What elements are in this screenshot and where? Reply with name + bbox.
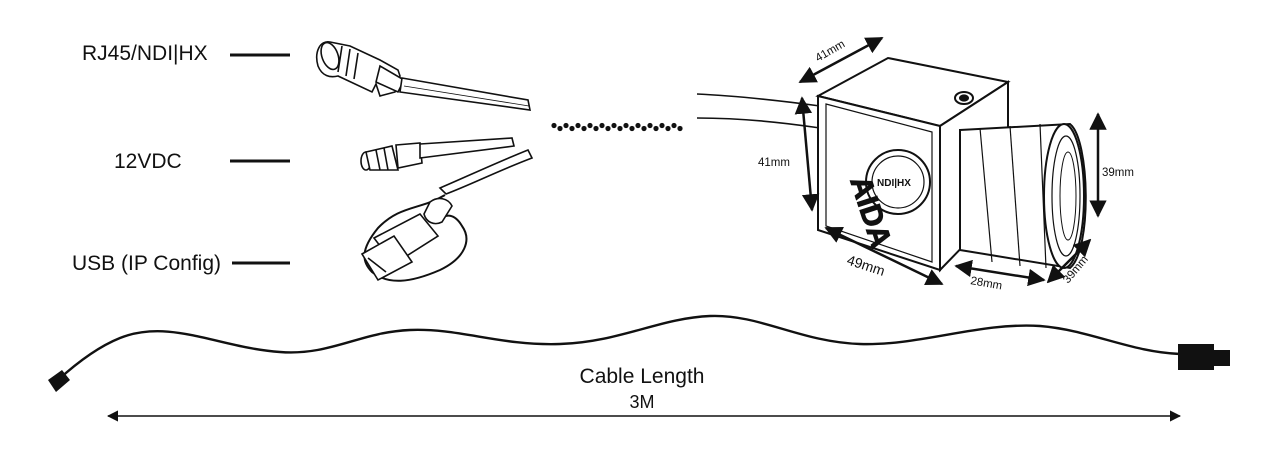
top-width-arrow (798, 36, 884, 84)
cable-length-dimension: Cable Length 3M (106, 365, 1182, 422)
usb-connector-icon (360, 148, 534, 282)
rj45-callout: RJ45/NDI|HX (82, 42, 290, 65)
lens-height-label: 39mm (1102, 167, 1134, 179)
dimension-lines (794, 36, 1107, 287)
dc-power-connector-icon (360, 137, 515, 171)
usb-callout: USB (IP Config) (72, 252, 290, 275)
front-height-label: 41mm (758, 157, 790, 169)
cable-break-dot (611, 122, 617, 129)
cable-line (57, 314, 1181, 381)
cable-break-dot (581, 125, 587, 132)
cable-break-dot (647, 122, 653, 129)
cable-break-dot (569, 125, 575, 132)
cable-break-dot (557, 125, 563, 132)
cable-length-title: Cable Length (580, 365, 705, 388)
ndi-badge-text: NDI|HX (877, 178, 911, 189)
power-callout: 12VDC (114, 150, 290, 173)
lens-length-arrow (954, 259, 1046, 287)
rj45-label: RJ45/NDI|HX (82, 42, 208, 65)
cable-break-dot (563, 122, 569, 129)
rj45-connector-icon (315, 41, 532, 111)
cable-break-dot (641, 125, 647, 132)
cable-break-dot (671, 122, 677, 129)
long-cable (48, 314, 1230, 392)
cable-end-right-icon (1178, 344, 1214, 370)
cable-end-left-icon (48, 370, 70, 392)
cable-break-dot (629, 125, 635, 132)
lens-width-arrow (1046, 238, 1092, 284)
cable-break-dot (677, 125, 683, 132)
cable-break-dot (653, 125, 659, 132)
cable-end-right-tip-icon (1214, 350, 1230, 366)
front-height-arrow (794, 96, 820, 212)
cable-break-dot (593, 125, 599, 132)
cable-length-value: 3M (629, 392, 654, 412)
usb-label: USB (IP Config) (72, 252, 221, 275)
cable-break-dot (599, 122, 605, 129)
cable-break-dot (575, 122, 581, 129)
power-label: 12VDC (114, 150, 182, 173)
cable-break-dot (587, 122, 593, 129)
cable-break-dot (659, 122, 665, 129)
cable-break-dot (551, 122, 557, 129)
cable-break-dot (635, 122, 641, 129)
body-length-arrow (824, 226, 944, 286)
cable-break-dot (605, 125, 611, 132)
cable-break-dot (623, 122, 629, 129)
cable-break-dot (617, 125, 623, 132)
lens-length-label: 28mm (969, 275, 1003, 292)
cable-break-dots (551, 122, 683, 132)
camera-body (815, 56, 1087, 273)
cable-break-dot (665, 125, 671, 132)
